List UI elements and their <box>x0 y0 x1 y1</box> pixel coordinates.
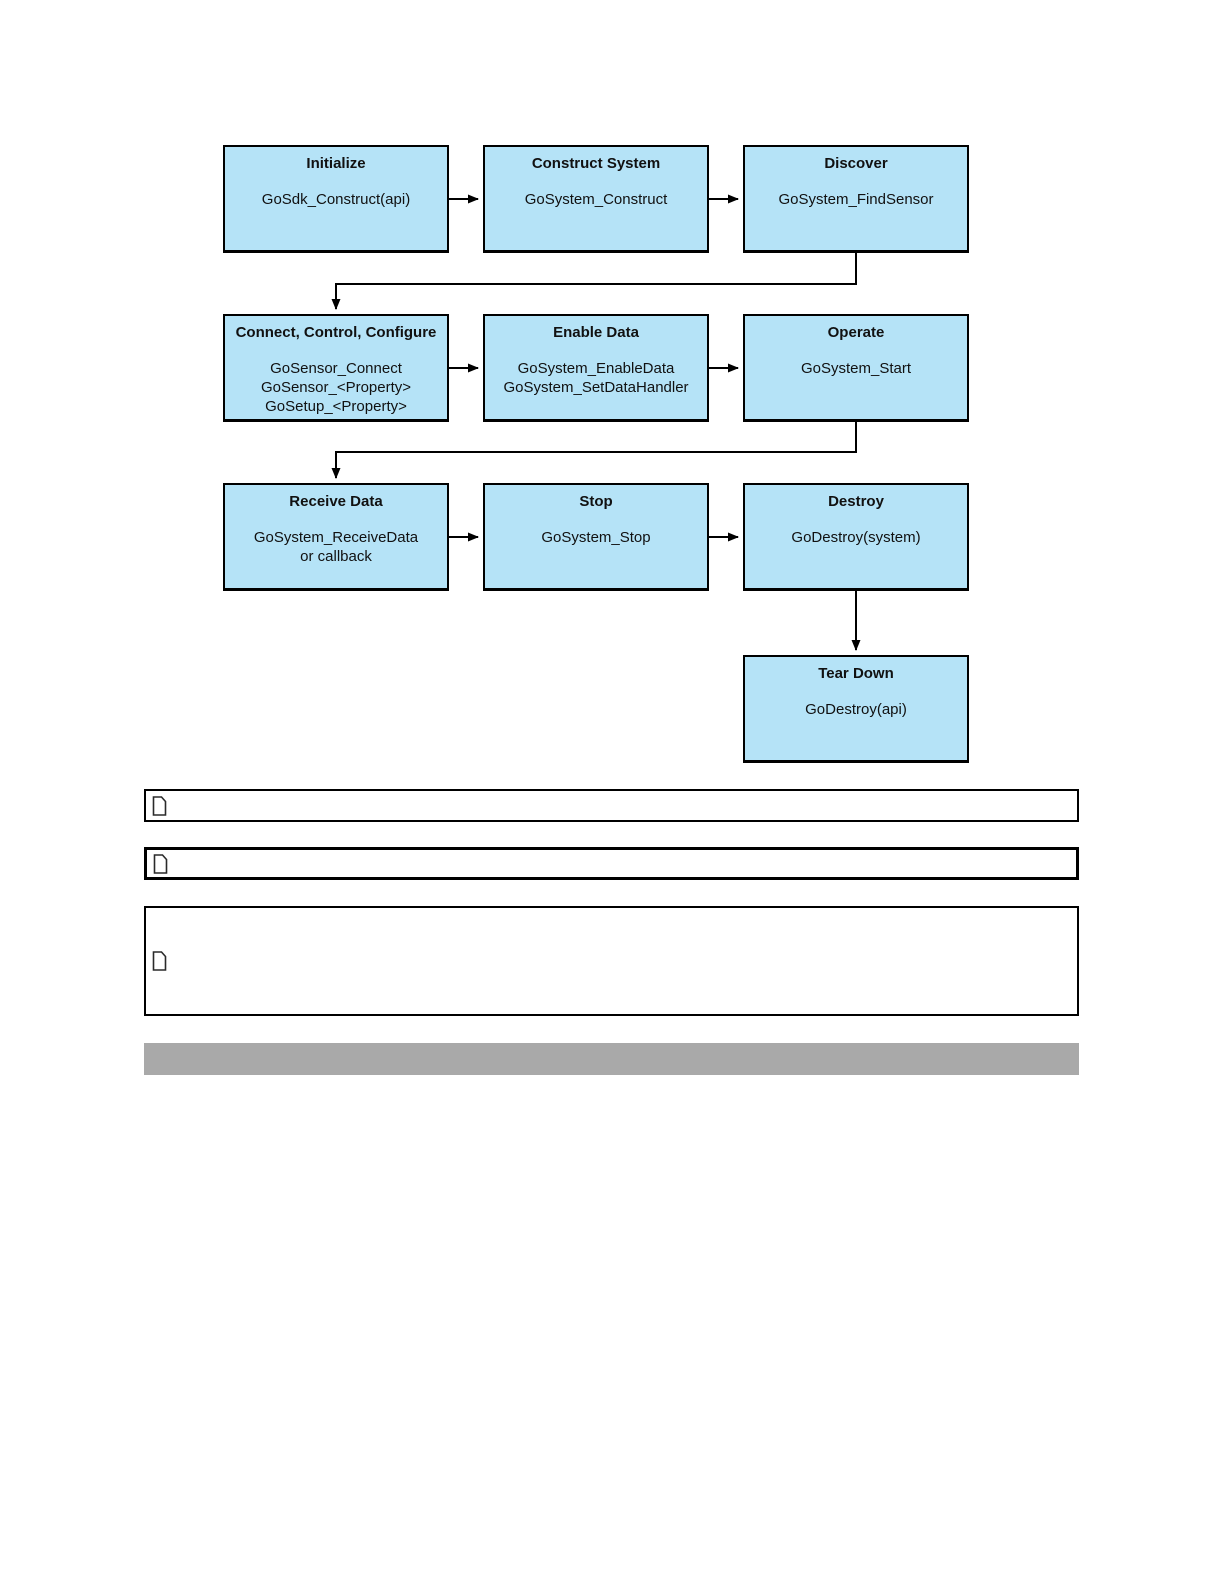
flow-box-body: GoSystem_ReceiveData or callback <box>253 529 419 565</box>
flow-box-body: GoDestroy(api) <box>805 701 907 718</box>
page-icon <box>153 853 168 874</box>
flow-box-connect-control-configure: Connect, Control, Configure GoSensor_Con… <box>223 314 449 422</box>
flow-box-title: Initialize <box>306 155 366 172</box>
flow-box-title: Enable Data <box>553 324 639 341</box>
flow-box-discover: Discover GoSystem_FindSensor <box>743 145 969 253</box>
flow-box-receive-data: Receive Data GoSystem_ReceiveData or cal… <box>223 483 449 591</box>
flowchart-connectors <box>331 194 861 651</box>
flow-box-body: GoSystem_FindSensor <box>778 191 934 208</box>
flow-box-body: GoSystem_Stop <box>541 529 651 546</box>
sdk-workflow-flowchart: Initialize GoSdk_Construct(api) Construc… <box>0 0 1224 790</box>
flow-box-body: GoSystem_Start <box>800 360 912 377</box>
arrow-discover-to-connect <box>331 253 857 310</box>
flow-box-title: Connect, Control, Configure <box>235 324 437 341</box>
flow-box-construct-system: Construct System GoSystem_Construct <box>483 145 709 253</box>
note-box-3[interactable] <box>144 906 1079 1016</box>
flow-box-stop: Stop GoSystem_Stop <box>483 483 709 591</box>
flow-box-operate: Operate GoSystem_Start <box>743 314 969 422</box>
flow-box-enable-data: Enable Data GoSystem_EnableData GoSystem… <box>483 314 709 422</box>
flow-box-title: Receive Data <box>289 493 383 510</box>
flow-box-title: Construct System <box>531 155 661 172</box>
flow-box-destroy: Destroy GoDestroy(system) <box>743 483 969 591</box>
flow-box-body: GoSdk_Construct(api) <box>261 191 411 208</box>
flow-box-title: Tear Down <box>818 665 894 682</box>
flow-box-body: GoSystem_Construct <box>524 191 668 208</box>
flow-box-body: GoDestroy(system) <box>791 529 921 546</box>
separator-bar <box>144 1043 1079 1075</box>
flow-box-title: Destroy <box>828 493 884 510</box>
note-box-2[interactable] <box>144 847 1079 880</box>
flow-box-body: GoSystem_EnableData GoSystem_SetDataHand… <box>503 360 689 396</box>
arrow-operate-to-receive-data <box>331 422 857 479</box>
flow-box-initialize: Initialize GoSdk_Construct(api) <box>223 145 449 253</box>
page-icon <box>152 951 167 971</box>
flow-box-title: Discover <box>824 155 888 172</box>
page-icon <box>152 795 167 816</box>
note-box-1[interactable] <box>144 789 1079 822</box>
flow-box-tear-down: Tear Down GoDestroy(api) <box>743 655 969 763</box>
flow-box-title: Stop <box>579 493 613 510</box>
flow-box-body: GoSensor_Connect GoSensor_<Property> GoS… <box>260 360 412 415</box>
flow-box-title: Operate <box>827 324 885 341</box>
